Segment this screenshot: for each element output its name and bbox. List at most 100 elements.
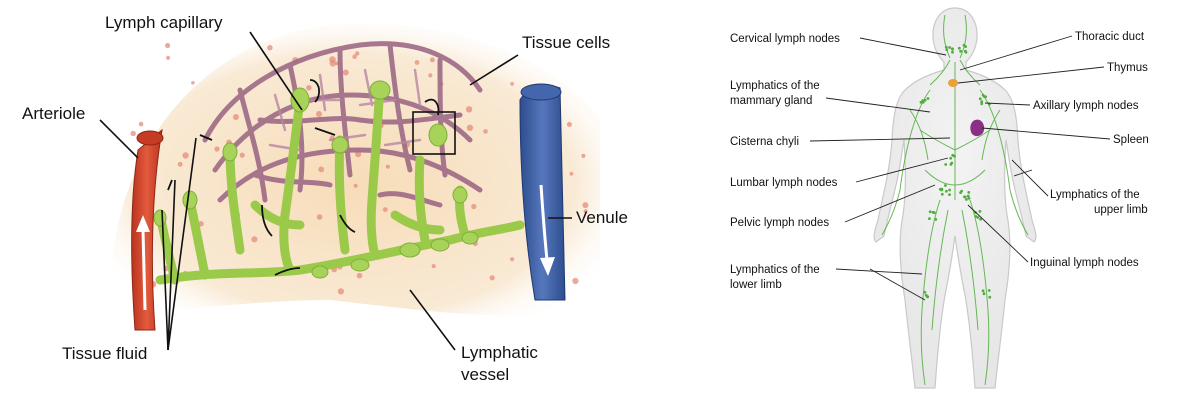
tissue-cell-nucleus <box>582 202 589 209</box>
lymph-node <box>974 215 978 218</box>
label-lymphatic-vessel-line2: vessel <box>461 365 509 384</box>
label-tissue-fluid: Tissue fluid <box>62 344 147 363</box>
tissue-cell-nucleus <box>569 171 574 176</box>
tissue-cell-nucleus <box>337 288 344 295</box>
lymph-node <box>928 217 931 221</box>
tissue-cell-nucleus <box>581 153 586 158</box>
lymph-node <box>945 48 949 52</box>
tissue-cell-nucleus <box>166 55 171 60</box>
tissue-cell-nucleus <box>414 60 420 65</box>
lymph-node <box>944 163 948 166</box>
label-lymphatic-vessel-line1: Lymphatic <box>461 343 538 362</box>
lymph-node <box>960 189 963 193</box>
arteriole-arrowhead <box>136 215 150 232</box>
tissue-cell-nucleus <box>382 207 388 213</box>
lymphatic-network <box>881 14 1029 386</box>
lymph-node <box>923 98 927 102</box>
label-inguinal-lymph-nodes: Inguinal lymph nodes <box>1030 257 1139 269</box>
label-arteriole: Arteriole <box>22 104 85 123</box>
label-lower-limb-line2: lower limb <box>730 279 782 291</box>
fluid-flow-arrows <box>167 79 356 276</box>
lymph-node <box>924 293 928 297</box>
tissue-cell-nucleus <box>466 124 474 131</box>
tissue-cell-nucleus <box>566 122 572 127</box>
lymph-node <box>965 198 968 201</box>
lymph-node <box>953 154 956 158</box>
lymph-node <box>964 45 967 48</box>
tissue-cell-nucleus <box>489 275 495 281</box>
lymph-node <box>980 102 984 106</box>
label-lumbar-lymph-nodes: Lumbar lymph nodes <box>730 177 838 189</box>
label-venule: Venule <box>576 208 628 227</box>
label-pelvic-lymph-nodes: Pelvic lymph nodes <box>730 217 829 229</box>
label-thymus: Thymus <box>1107 62 1148 74</box>
venule-flow-arrow <box>539 184 549 261</box>
body-lymphatic-illustration: Cervical lymph nodes Thoracic duct Thymu… <box>730 7 1149 389</box>
tissue-cell-nucleus <box>352 54 357 59</box>
venule-opening <box>520 83 562 101</box>
label-cisterna-chyli: Cisterna chyli <box>730 136 799 148</box>
tissue-cell-nucleus <box>510 257 515 262</box>
lymph-node <box>940 192 944 196</box>
lymph-node <box>928 210 932 214</box>
lymph-node <box>976 216 980 219</box>
lymph-nodules <box>153 80 479 279</box>
thymus-organ <box>948 79 958 87</box>
lymph-node <box>934 218 938 221</box>
lymph-node <box>932 211 936 215</box>
tissue-cell-nucleus <box>465 106 473 113</box>
tissue-cell-nucleus <box>583 209 588 214</box>
tissue-cell-nucleus <box>251 236 258 243</box>
label-cervical-lymph-nodes: Cervical lymph nodes <box>730 33 840 45</box>
tissue-cell-nucleus <box>306 85 312 91</box>
lymph-node <box>949 163 953 166</box>
lymph-node <box>951 50 954 54</box>
lymph-node <box>979 217 982 221</box>
tissue-cell-nucleus <box>483 129 488 134</box>
lymph-node <box>987 289 991 292</box>
tissue-cell-nucleus <box>182 152 189 159</box>
tissue-cell-nucleus <box>130 130 136 137</box>
lymph-node <box>988 295 992 299</box>
lymph-node <box>948 46 951 49</box>
lymph-node <box>951 47 954 51</box>
lymph-node <box>981 289 985 293</box>
label-lower-limb-line1: Lymphatics of the <box>730 264 820 276</box>
tissue-cell-nucleus <box>428 73 433 78</box>
label-upper-limb-line1: Lymphatics of the <box>1050 189 1140 201</box>
spleen-organ <box>970 119 985 137</box>
tissue-cell-nucleus <box>342 69 349 76</box>
lymph-node-dots <box>919 43 992 299</box>
tissue-cell-nucleus <box>318 166 325 173</box>
tissue-cell-nucleus <box>431 264 436 269</box>
lymph-node <box>967 191 971 194</box>
tissue-cell-nucleus <box>316 111 322 117</box>
arteriole-flow-arrow <box>141 229 147 311</box>
arteriole-opening <box>136 130 164 146</box>
tissue-cell-nucleus <box>191 81 195 85</box>
tissue-cell-nucleus <box>239 152 245 158</box>
lymph-node <box>948 193 951 197</box>
lymph-node <box>949 156 953 160</box>
tissue-cell-nucleus <box>329 56 336 63</box>
label-lymph-capillary: Lymph capillary <box>105 13 223 32</box>
tissue-cell-nucleus <box>267 45 273 51</box>
leader-lines-right <box>809 35 1111 301</box>
lymph-node <box>978 97 982 101</box>
lymph-node <box>967 196 971 200</box>
lymph-node <box>944 184 947 187</box>
lymph-node <box>944 45 948 49</box>
tissue-cell-nucleus <box>510 82 514 86</box>
label-mammary-line2: mammary gland <box>730 95 812 107</box>
lymph-node <box>938 187 942 191</box>
lymph-node <box>948 188 951 192</box>
magnification-box <box>412 111 456 155</box>
label-tissue-cells: Tissue cells <box>522 33 610 52</box>
tissue-cell-nucleus <box>316 214 323 220</box>
tissue-cell-nucleus <box>355 151 362 158</box>
lymph-node <box>926 97 930 100</box>
label-mammary-line1: Lymphatics of the <box>730 80 820 92</box>
lymph-node <box>966 194 970 198</box>
label-axillary-lymph-nodes: Axillary lymph nodes <box>1033 100 1139 112</box>
